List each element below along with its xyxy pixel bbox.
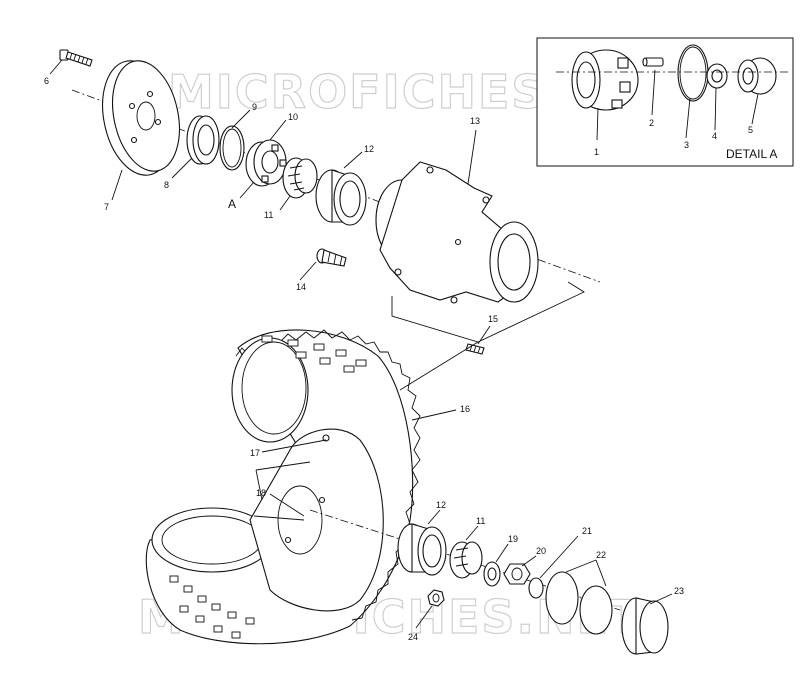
callout-18: 18 (256, 488, 266, 498)
callout-12-lower: 12 (436, 500, 446, 510)
detail-part-hub (571, 49, 639, 111)
callout-19: 19 (508, 534, 518, 544)
callout-21: 21 (582, 526, 592, 536)
axle-nut (503, 563, 531, 585)
callout-12: 12 (364, 144, 374, 154)
callout-7: 7 (104, 202, 109, 212)
callout-17: 17 (250, 448, 260, 458)
bolt (59, 49, 93, 67)
brake-disc (102, 60, 180, 176)
tapered-bearing-upper (282, 157, 318, 199)
bearing-cup-lower (397, 523, 447, 576)
seal (186, 115, 220, 165)
wheel-stud (316, 248, 347, 267)
wheel-hub (375, 161, 539, 304)
detail-callout-2: 2 (649, 118, 654, 128)
callout-8: 8 (164, 180, 169, 190)
bearing-cup-upper (315, 169, 367, 226)
washer (483, 561, 501, 587)
detail-callout-3: 3 (684, 140, 689, 150)
o-rings (545, 571, 613, 635)
callout-15: 15 (488, 314, 498, 324)
detail-a-inset: 1 2 3 4 5 DETAIL A (536, 37, 794, 167)
snap-ring (219, 125, 245, 171)
hub-cap (621, 597, 669, 655)
detail-part-nut (737, 57, 777, 95)
valve-stem (465, 343, 485, 355)
lug-nut (427, 589, 445, 607)
detail-part-ring (677, 44, 709, 102)
callout-11-lower: 11 (476, 516, 485, 526)
callout-13: 13 (470, 116, 480, 126)
detail-callout-4: 4 (712, 131, 717, 141)
callout-20: 20 (536, 546, 546, 556)
assembly-letter-a: A (228, 197, 236, 211)
callout-14: 14 (296, 282, 306, 292)
detail-callout-5: 5 (748, 125, 753, 135)
callout-16: 16 (460, 404, 470, 414)
callout-10: 10 (288, 112, 298, 122)
tapered-bearing-lower (449, 541, 483, 579)
cotter-pin (528, 577, 544, 599)
callout-23: 23 (674, 586, 684, 596)
callout-24: 24 (408, 632, 418, 642)
detail-part-pin (642, 57, 664, 67)
callout-9: 9 (252, 102, 257, 112)
callout-6: 6 (44, 76, 49, 86)
detail-title: DETAIL A (726, 147, 777, 161)
detail-callout-1: 1 (594, 147, 599, 157)
wheel-rim (249, 428, 384, 612)
callout-11: 11 (264, 210, 273, 220)
callout-22: 22 (596, 550, 606, 560)
inner-hub (245, 139, 287, 187)
detail-part-washer (706, 63, 728, 89)
